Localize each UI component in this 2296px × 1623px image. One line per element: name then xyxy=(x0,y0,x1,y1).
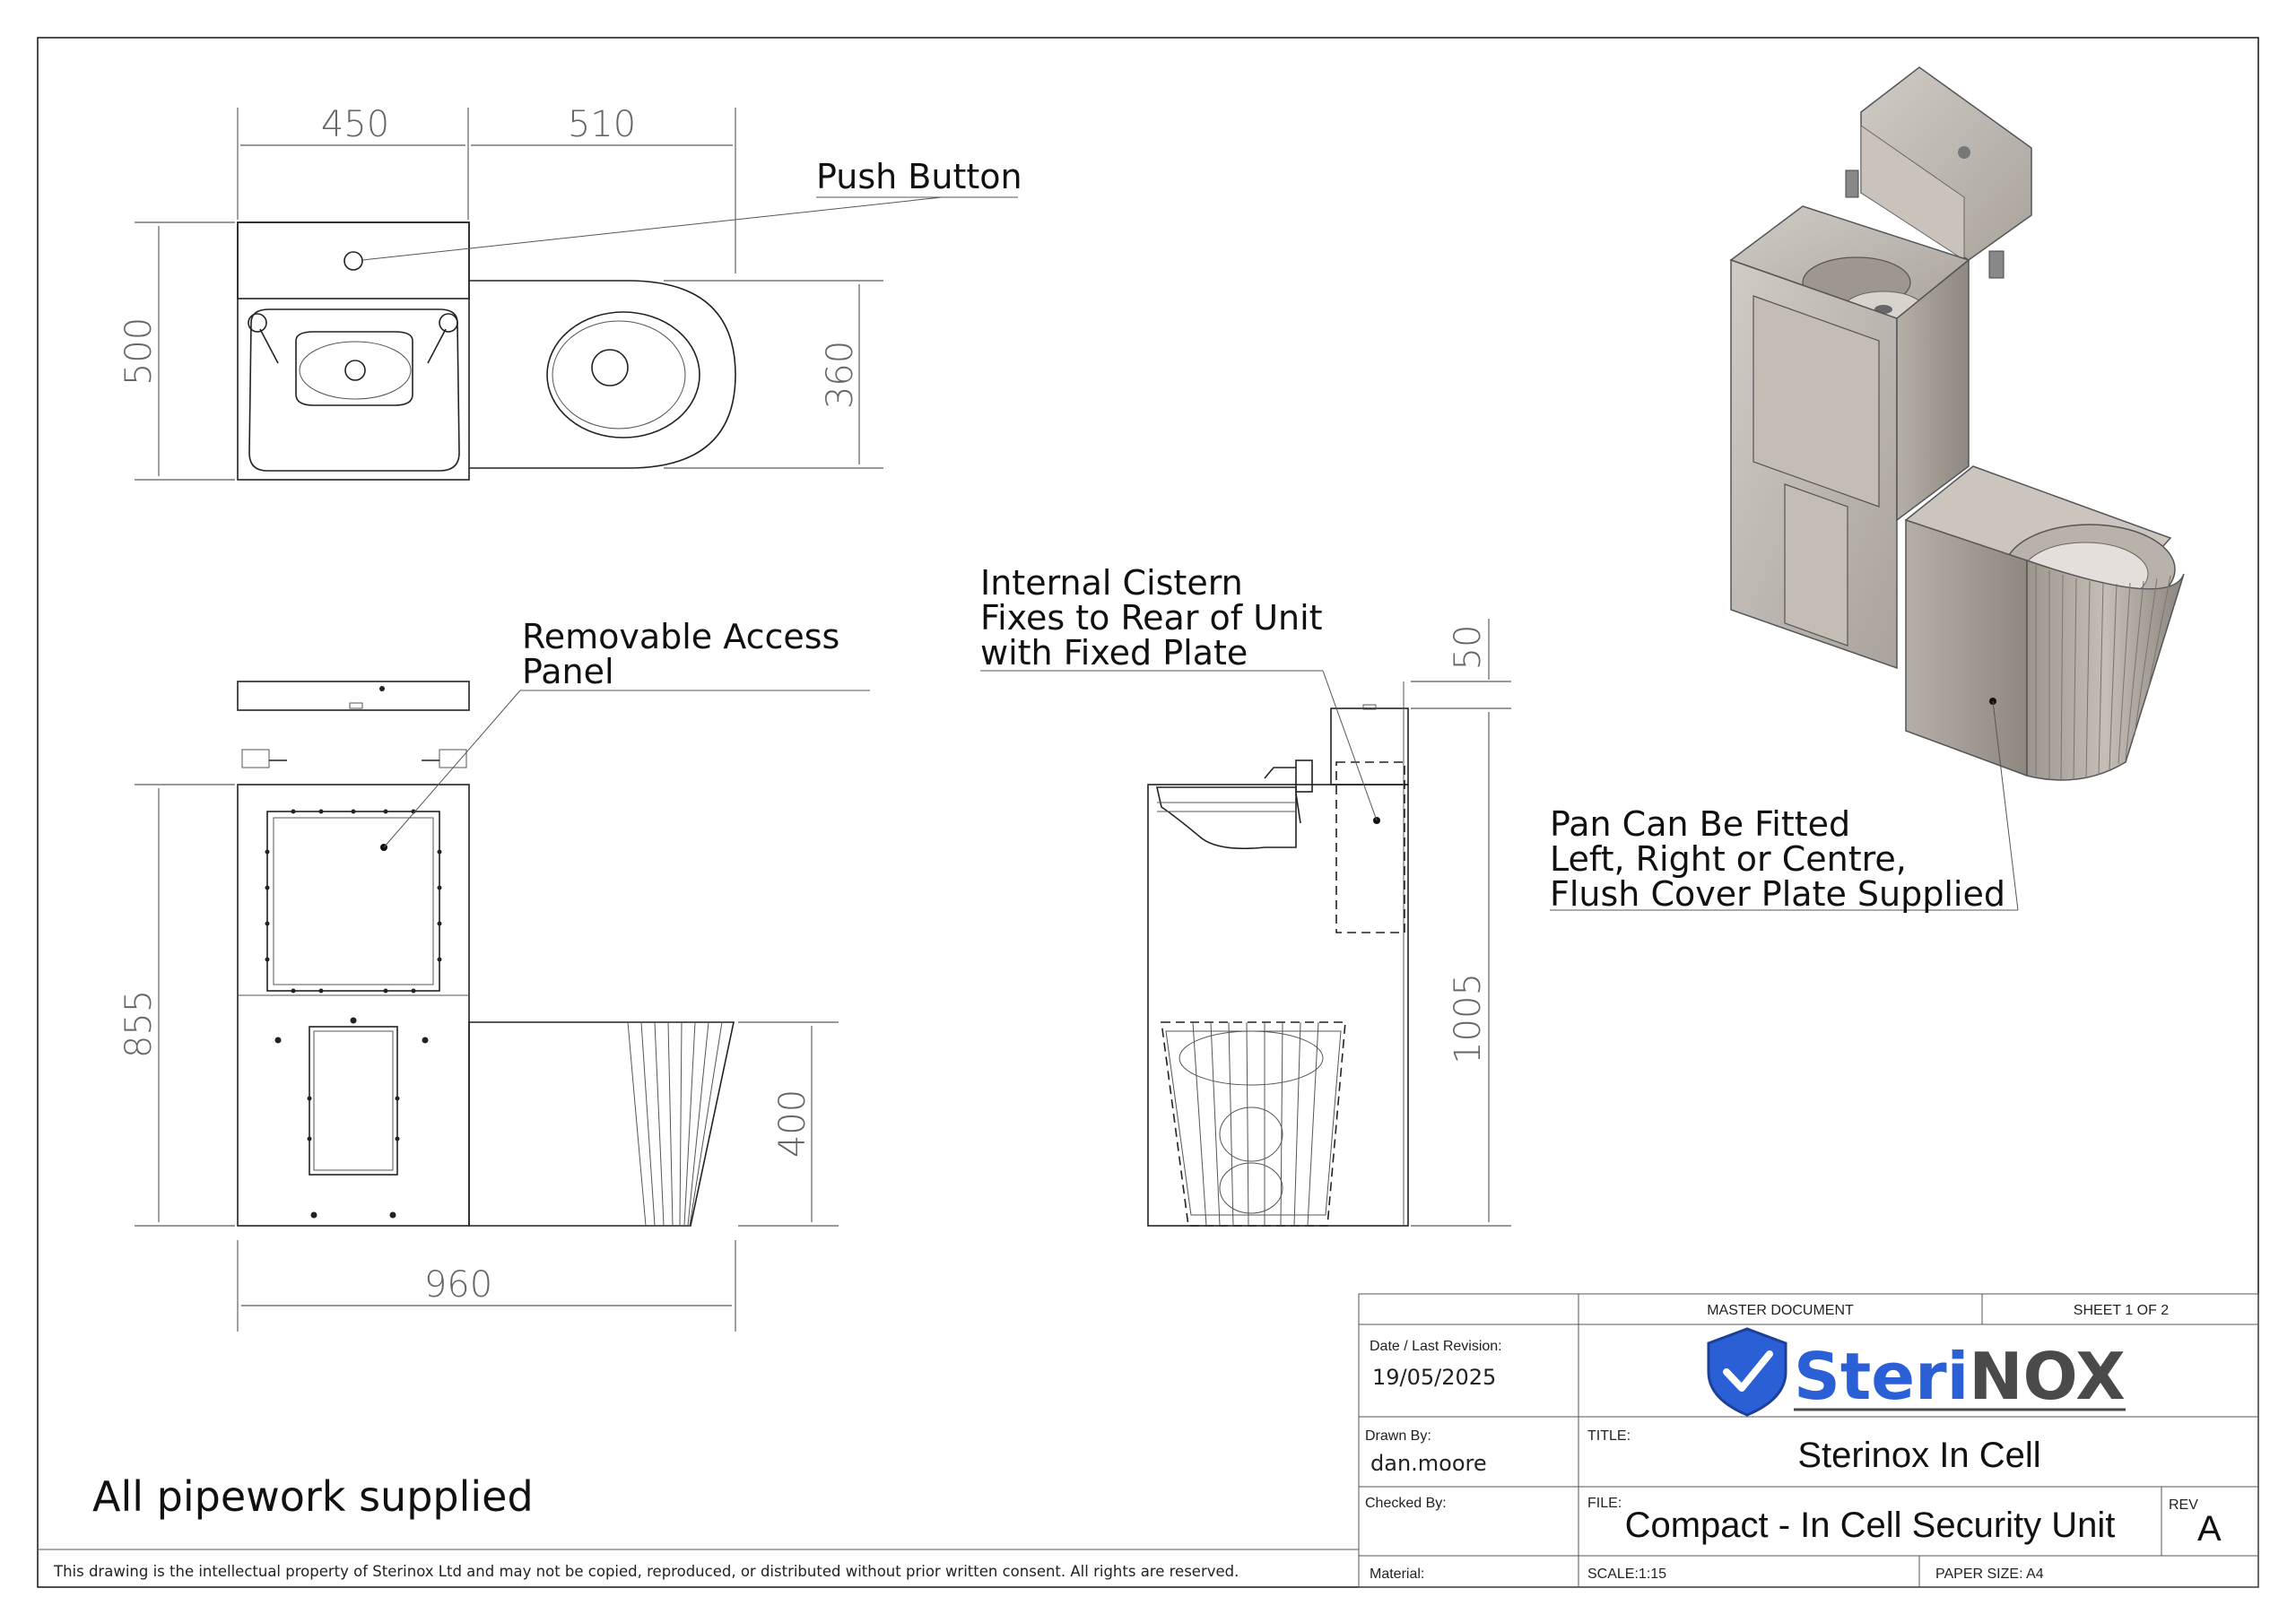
dim-front-height: 855 xyxy=(118,990,160,1058)
tb-scale: SCALE:1:15 xyxy=(1587,1567,1666,1582)
tb-rev-label: REV xyxy=(2169,1497,2198,1513)
svg-text:SteriNOX: SteriNOX xyxy=(1794,1339,2126,1414)
callout-access-panel-line1: Removable Access xyxy=(522,617,839,656)
tb-rev-value: A xyxy=(2197,1509,2222,1549)
dim-total-width: 960 xyxy=(424,1264,492,1306)
tb-drawn-value: dan.moore xyxy=(1370,1451,1487,1476)
tb-title-label: TITLE: xyxy=(1587,1428,1631,1444)
tb-file-label: FILE: xyxy=(1587,1496,1622,1511)
check-icon xyxy=(1723,1350,1773,1392)
callout-pan-line3: Flush Cover Plate Supplied xyxy=(1550,874,2005,914)
dim-basin-width: 450 xyxy=(321,104,389,145)
plan-view: 450 510 500 360 Push Button xyxy=(118,104,1022,481)
note-pipework: All pipework supplied xyxy=(92,1472,534,1521)
callout-cistern-line2: Fixes to Rear of Unit xyxy=(980,598,1323,638)
dim-pan-depth: 360 xyxy=(820,341,861,409)
logo-text-nox: NOX xyxy=(1969,1339,2125,1414)
front-view: 855 400 960 Removable Access Panel xyxy=(118,617,870,1332)
logo-text-steri: Steri xyxy=(1794,1339,1969,1414)
dim-pan-height: 400 xyxy=(772,1089,813,1158)
callout-pan-line2: Left, Right or Centre, xyxy=(1550,839,1907,879)
callout-cistern-line3: with Fixed Plate xyxy=(980,633,1248,673)
tb-checked-label: Checked By: xyxy=(1365,1496,1447,1511)
tb-date-label: Date / Last Revision: xyxy=(1370,1339,1502,1354)
iso-view: Pan Can Be Fitted Left, Right or Centre,… xyxy=(1550,66,2185,914)
callout-pan-line1: Pan Can Be Fitted xyxy=(1550,804,1850,844)
tb-file-value: Compact - In Cell Security Unit xyxy=(1625,1506,2116,1545)
tb-paper-size: PAPER SIZE: A4 xyxy=(1935,1567,2044,1582)
tb-material-label: Material: xyxy=(1370,1567,1424,1582)
side-view: 50 1005 Internal Cistern Fixes to Rear o… xyxy=(980,563,1511,1227)
sterinox-logo: SteriNOX xyxy=(1707,1327,2126,1417)
push-button-circle xyxy=(344,251,363,271)
dim-side-height: 1005 xyxy=(1448,973,1489,1064)
copyright-notice: This drawing is the intellectual propert… xyxy=(53,1563,1239,1580)
dim-side-top: 50 xyxy=(1448,625,1489,671)
callout-push-button: Push Button xyxy=(816,157,1022,196)
tb-date-value: 19/05/2025 xyxy=(1372,1365,1496,1390)
tb-drawn-label: Drawn By: xyxy=(1365,1428,1431,1444)
tb-sheet: SHEET 1 OF 2 xyxy=(2074,1303,2170,1318)
sheet-border xyxy=(37,37,2259,1588)
dim-pan-width: 510 xyxy=(568,104,636,145)
tb-master-document: MASTER DOCUMENT xyxy=(1707,1303,1854,1318)
callout-access-panel-line2: Panel xyxy=(522,652,614,691)
callout-cistern-line1: Internal Cistern xyxy=(980,563,1243,603)
tb-title-value: Sterinox In Cell xyxy=(1797,1436,2040,1475)
dim-depth: 500 xyxy=(118,317,160,386)
title-block: MASTER DOCUMENT SHEET 1 OF 2 Date / Last… xyxy=(1358,1293,2259,1588)
